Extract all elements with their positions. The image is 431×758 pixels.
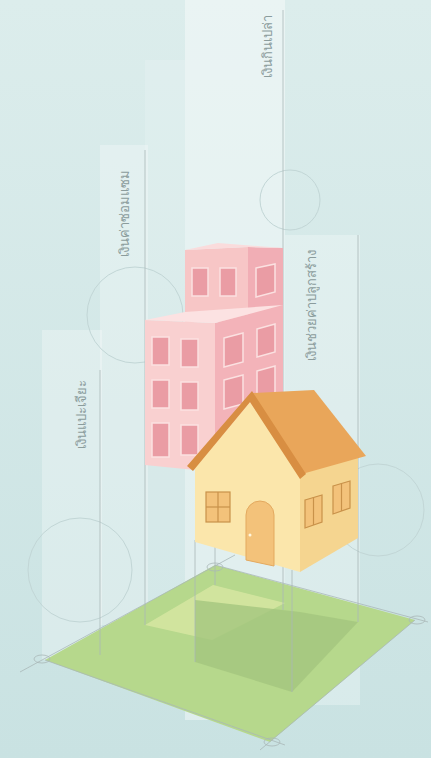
roof <box>252 390 366 474</box>
window <box>181 339 198 367</box>
door <box>246 501 274 566</box>
window <box>192 268 208 296</box>
window <box>256 264 275 297</box>
guide-ellipse <box>207 563 223 571</box>
guide-ellipse <box>264 738 280 746</box>
guide-line <box>215 565 428 622</box>
window <box>206 492 230 522</box>
band-label: เงินช่วยค่าปลูกสร้าง <box>304 250 320 361</box>
guide-ellipse <box>409 616 425 624</box>
band-label: เงินกินเปล่า <box>260 15 276 78</box>
window <box>224 375 243 409</box>
house <box>187 390 366 572</box>
roof-edge <box>187 391 306 479</box>
band <box>100 145 148 625</box>
window <box>181 425 198 455</box>
guide-ellipse <box>34 655 50 663</box>
guide-lines <box>20 10 428 750</box>
guide-line <box>45 660 285 745</box>
guide-line <box>20 555 235 672</box>
guide-line <box>100 370 101 655</box>
house-side <box>300 456 358 572</box>
money-band: เงินกินเปล่า <box>185 0 285 720</box>
house-footprint <box>195 600 358 692</box>
money-band: เงินแปะเจียะ <box>42 330 102 660</box>
window <box>220 268 236 296</box>
money-band: เงินช่วยค่าปลูกสร้าง <box>285 235 360 705</box>
window <box>257 324 275 357</box>
door-knob <box>249 534 252 537</box>
window <box>152 423 169 457</box>
house-windows <box>206 481 350 528</box>
window-bar <box>341 483 342 511</box>
window-bar <box>313 497 314 525</box>
ground-plane <box>45 565 415 742</box>
window <box>152 380 169 408</box>
window <box>224 333 243 367</box>
block-top <box>145 305 283 323</box>
band-label: เงินแปะเจียะ <box>74 380 90 449</box>
guide-circle <box>260 170 320 230</box>
money-band: เงินค่าซ่อมแซม <box>100 145 148 625</box>
guide-line <box>358 235 359 622</box>
guide-line <box>292 570 293 692</box>
guide-line <box>260 620 415 750</box>
window-bar <box>206 506 230 507</box>
guide-circles <box>28 170 424 622</box>
band <box>42 330 102 660</box>
window <box>152 337 169 365</box>
guide-line <box>195 540 196 662</box>
guide-circle <box>28 518 132 622</box>
tower-top <box>185 243 283 250</box>
window <box>333 481 350 514</box>
window <box>181 382 198 410</box>
window <box>305 495 322 528</box>
band-label: เงินค่าซ่อมแซม <box>117 170 133 257</box>
